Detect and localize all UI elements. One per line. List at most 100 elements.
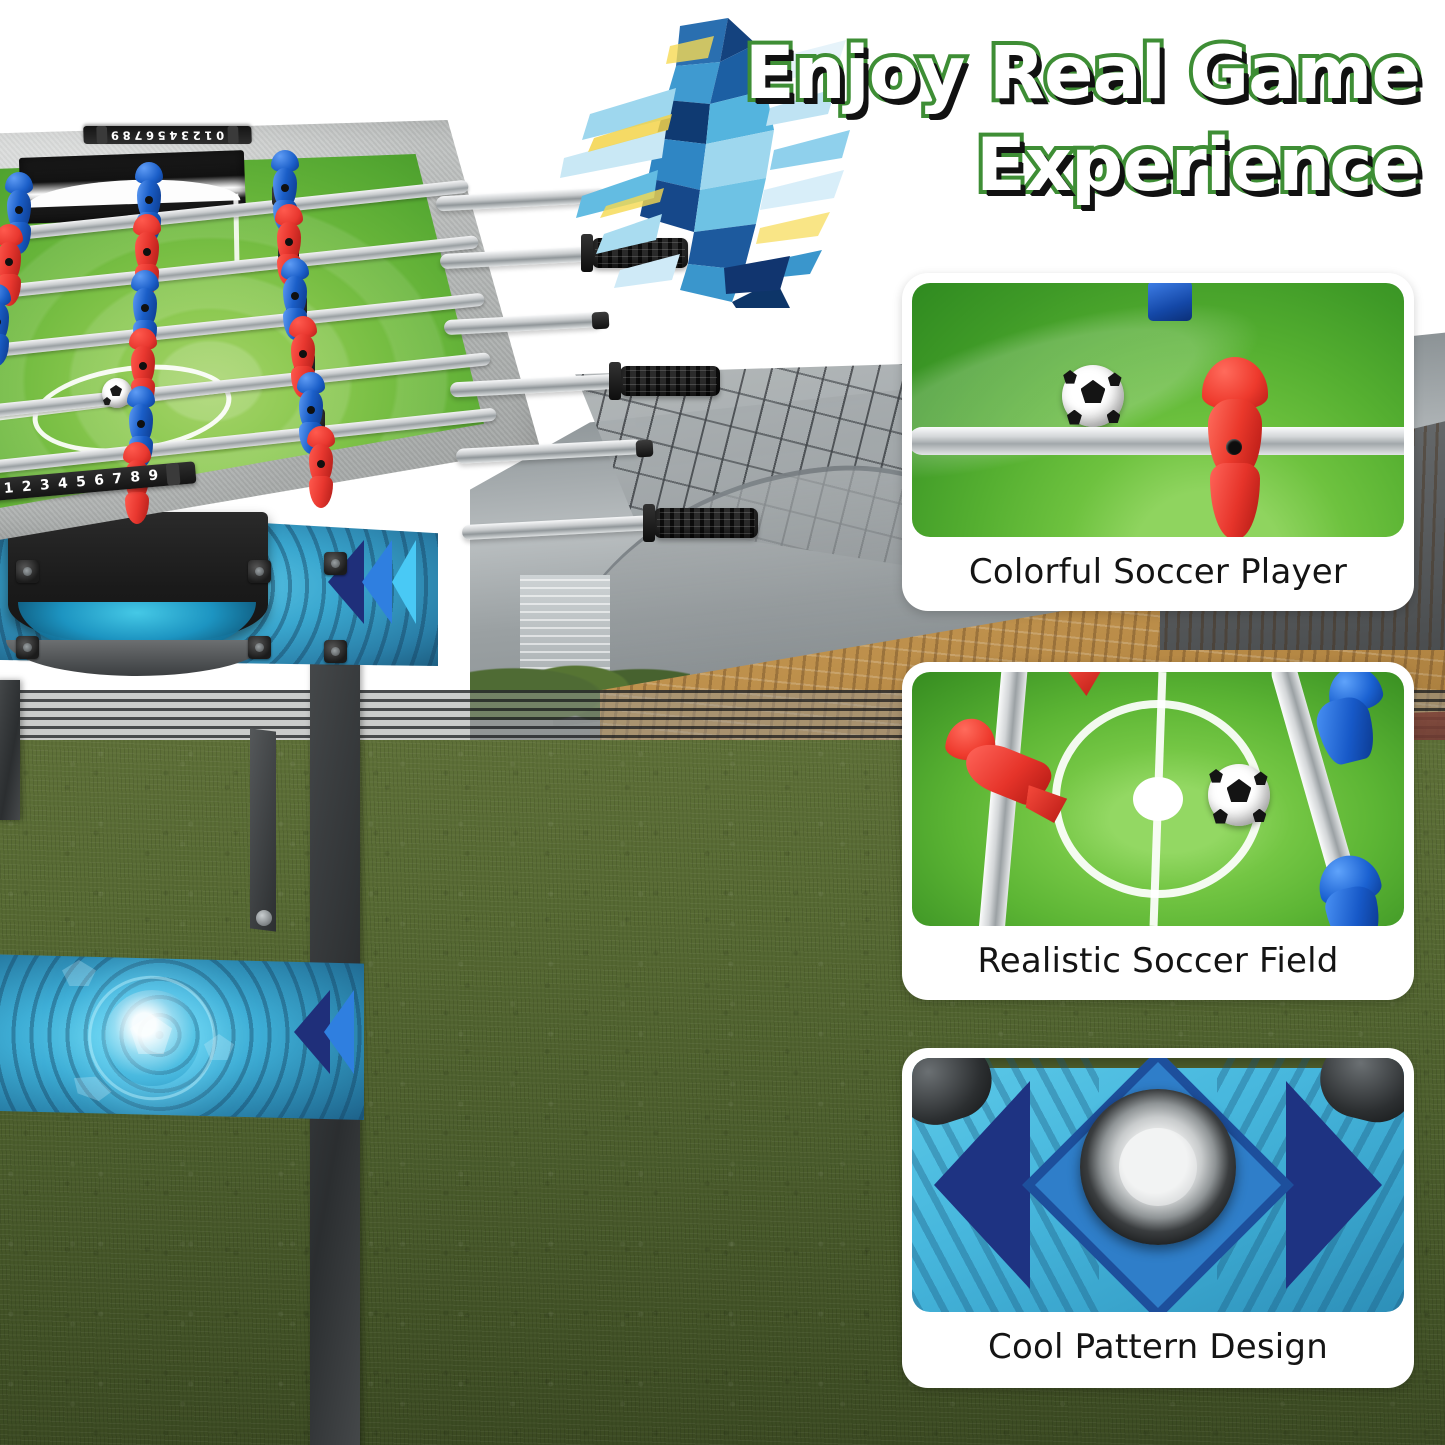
figure-bolt [137,420,145,428]
figure-head [135,162,163,184]
foosball-figure-red [130,214,164,296]
ball-pentagon [1066,409,1082,425]
ball-pentagon [1252,808,1267,823]
figure-head [271,150,299,172]
center-spot [1133,777,1183,821]
card-photo-colorful-soccer-player [912,283,1404,537]
screw [248,560,271,583]
ball-pentagon [1209,768,1223,783]
score-digit[interactable]: 1 [3,480,15,497]
chevron-blue [362,540,392,624]
screw [324,552,347,575]
figure-head [123,442,151,464]
foosball-figure-blue [0,284,14,366]
ball-return-lip [6,640,268,676]
score-digit[interactable]: 9 [147,467,159,485]
soccer-ball-icon [1208,764,1270,826]
score-cap [227,125,239,145]
leg-mount-center [1119,1128,1197,1206]
rod-end-cap [635,439,654,458]
figure-bolt [285,238,293,246]
score-digit[interactable]: 3 [180,128,190,142]
score-digit[interactable]: 1 [204,128,213,142]
figure-bolt [145,196,153,204]
player-legs [1210,463,1260,537]
foosball-figure-red [304,426,338,508]
score-digit[interactable]: 6 [145,128,155,142]
card-label: Realistic Soccer Field [977,941,1339,981]
score-digit[interactable]: 5 [157,128,166,142]
chevron-cyan [392,540,416,624]
score-counter-far[interactable]: 0 1 2 3 4 5 6 7 8 9 [83,125,252,145]
grip-ridges [623,370,717,392]
figure-head [127,386,155,408]
crossbar-panel [0,953,364,1120]
blue-goal-post [1148,283,1192,321]
ball-pentagon [1107,372,1122,387]
card-photo-cool-pattern-design [912,1058,1404,1312]
score-digit[interactable]: 9 [110,128,120,142]
rod-handle-grip[interactable] [643,504,758,542]
score-digit[interactable]: 8 [129,469,141,486]
figure-head [281,258,309,280]
figure-head [129,328,157,350]
glowing-soccer-ball-icon [104,990,200,1086]
screw [16,636,39,659]
grip-ridges [657,512,755,534]
figure-head [0,284,11,306]
score-digit[interactable]: 2 [21,478,33,496]
figure-bolt [141,304,149,312]
figure-bolt [281,184,289,192]
feature-card-colorful-soccer-player[interactable]: Colorful Soccer Player [902,273,1414,611]
screw [16,560,39,583]
ball-pentagon [1080,379,1106,404]
rod-end-cap [591,311,610,330]
figure-head [131,270,159,292]
figure-head [297,372,325,394]
score-digit[interactable]: 4 [57,475,69,493]
figure-bolt [143,248,151,256]
figure-head [307,426,335,448]
ball-pentagon [1253,771,1268,786]
brace-bolt [256,910,272,926]
leg-brace [250,728,276,932]
foosball-figure-red [0,342,2,424]
figure-head [275,204,303,226]
score-cap [96,125,108,145]
score-digit[interactable]: 0 [215,128,225,142]
ball-pentagon [1106,409,1121,424]
card-label: Cool Pattern Design [988,1327,1328,1367]
red-foosball-player [1194,357,1276,537]
score-digit[interactable]: 5 [75,473,87,491]
foosball-figure-red [0,224,26,306]
screw [248,636,271,659]
figure-legs [0,334,9,366]
figure-bolt [299,350,307,358]
figure-bolt [291,292,299,300]
ball-pentagon [1063,369,1077,384]
figure-head [0,224,23,246]
score-digit[interactable]: 6 [93,472,105,490]
player-rod [912,427,1404,455]
soccer-ball-icon [1062,365,1124,427]
photo-field-background [912,283,1404,537]
figure-body [0,302,9,340]
score-digit[interactable]: 7 [111,470,123,488]
chevron-blue [324,990,354,1074]
score-digit[interactable]: 2 [192,128,201,142]
table-leg-rear [0,680,20,820]
score-digit[interactable]: 8 [122,128,131,142]
score-digit[interactable]: 3 [39,476,51,494]
figure-bolt [5,258,13,266]
screw [324,640,347,663]
rod-handle-grip[interactable] [609,362,720,400]
player-torso [1208,399,1262,473]
card-label: Colorful Soccer Player [968,552,1348,592]
feature-card-realistic-soccer-field[interactable]: Realistic Soccer Field [902,662,1414,1000]
score-digit[interactable]: 4 [169,128,178,142]
figure-bolt [307,406,315,414]
figure-head [5,172,33,194]
headline: Enjoy Real Game Experience [700,27,1425,228]
feature-card-cool-pattern-design[interactable]: Cool Pattern Design [902,1048,1414,1388]
score-digit[interactable]: 7 [134,128,143,142]
